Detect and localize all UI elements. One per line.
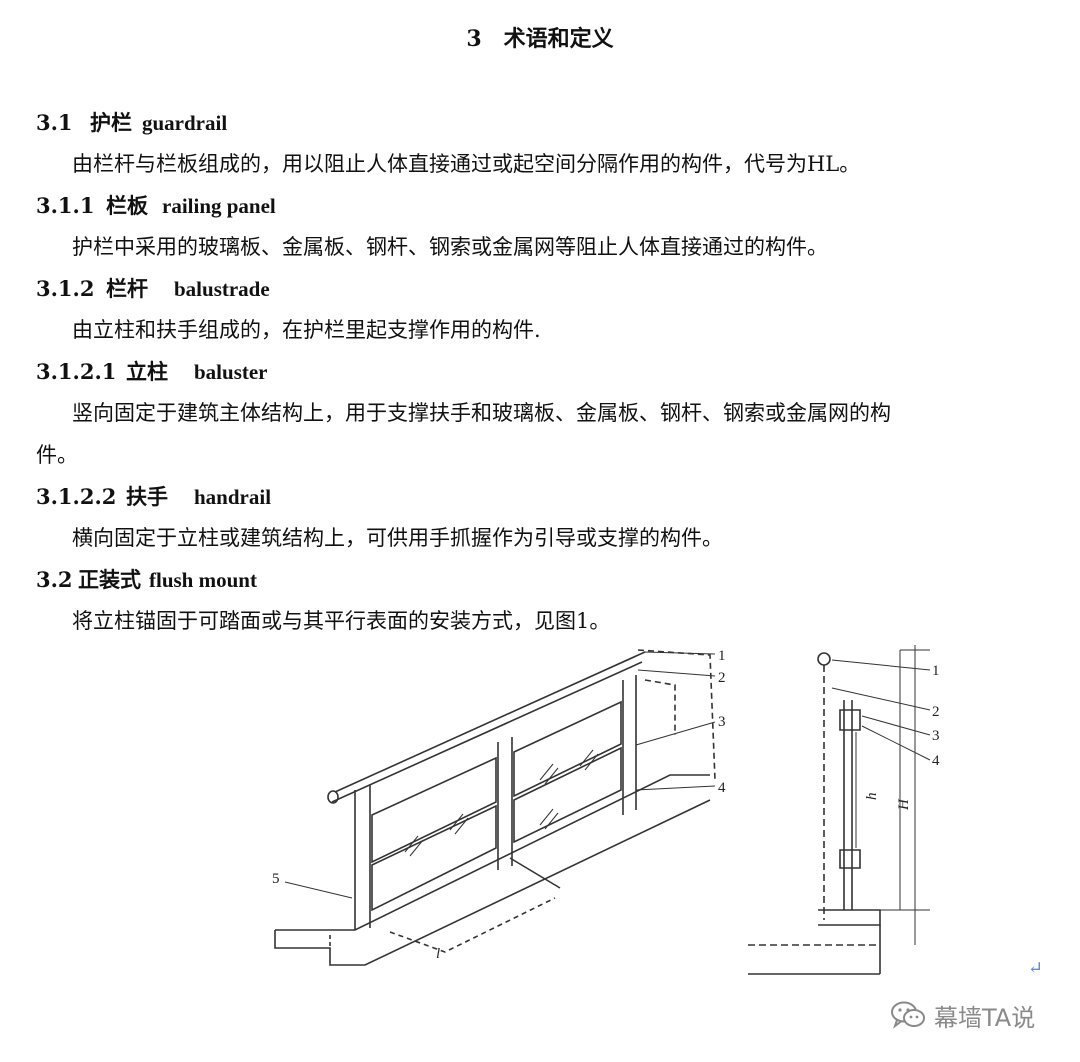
dimension-H: H [896,798,912,811]
section-label-3: 3 [932,728,940,744]
heading-railing-panel: 3.1.1 栏板 railing panel [36,193,276,219]
heading-number: 3.1.1 [36,193,95,218]
heading-en: railing panel [162,194,276,218]
watermark: 幕墙TA说 [890,998,1035,1032]
heading-number: 3.1 [36,110,73,135]
section-label-4: 4 [932,753,940,769]
section-label-1: 1 [932,663,940,679]
perspective-view [274,649,716,966]
label-2: 2 [718,670,726,686]
label-4: 4 [718,780,726,796]
heading-baluster: 3.1.2.1 立柱 baluster [36,359,268,385]
figure-1-guardrail-drawing: 1 2 3 4 5 l 1 2 3 4 h H [272,645,940,975]
paragraph-baluster-line2: 件。 [36,443,78,467]
heading-en: guardrail [142,111,228,135]
label-5: 5 [272,871,280,887]
dimension-l: l [436,946,440,962]
heading-cn: 栏杆 [106,276,148,301]
heading-guardrail: 3.1 护栏 guardrail [36,110,227,136]
section-label-2: 2 [932,704,940,720]
heading-handrail: 3.1.2.2 扶手 handrail [36,484,271,510]
heading-en: baluster [194,360,268,384]
dimension-h: h [864,793,880,801]
heading-balustrade: 3.1.2 栏杆 balustrade [36,276,270,302]
watermark-text: 幕墙TA说 [934,1003,1036,1032]
label-3: 3 [718,714,726,730]
heading-en: balustrade [174,277,270,301]
return-mark: ↵ [1028,958,1044,979]
paragraph-railing-panel: 护栏中采用的玻璃板、金属板、钢杆、钢索或金属网等阻止人体直接通过的构件。 [72,235,828,259]
heading-number: 3.1.2.2 [36,484,117,509]
heading-en: flush mount [149,568,257,592]
heading-en: handrail [194,485,272,509]
paragraph-balustrade: 由立柱和扶手组成的，在护栏里起支撑作用的构件. [72,318,541,342]
heading-number: 3.1.2 [36,276,95,301]
heading-cn: 扶手 [126,484,168,509]
heading-cn: 栏板 [106,193,148,218]
heading-number: 3.2 [36,567,73,592]
paragraph-baluster-line1: 竖向固定于建筑主体结构上，用于支撑扶手和玻璃板、金属板、钢杆、钢索或金属网的构 [72,401,891,425]
heading-cn: 立柱 [126,359,168,384]
section-view [748,645,931,975]
heading-cn: 护栏 [90,110,132,135]
heading-cn: 正装式 [78,567,141,592]
paragraph-flush-mount: 将立柱锚固于可踏面或与其平行表面的安装方式，见图1。 [72,609,611,633]
paragraph-guardrail: 由栏杆与栏板组成的，用以阻止人体直接通过或起空间分隔作用的构件，代号为HL。 [72,152,861,176]
section-title: 3 术语和定义 [466,26,614,52]
wechat-icon [891,1001,925,1029]
heading-number: 3.1.2.1 [36,359,117,384]
label-1: 1 [718,648,726,664]
paragraph-handrail: 横向固定于立柱或建筑结构上，可供用手抓握作为引导或支撑的构件。 [72,526,723,550]
